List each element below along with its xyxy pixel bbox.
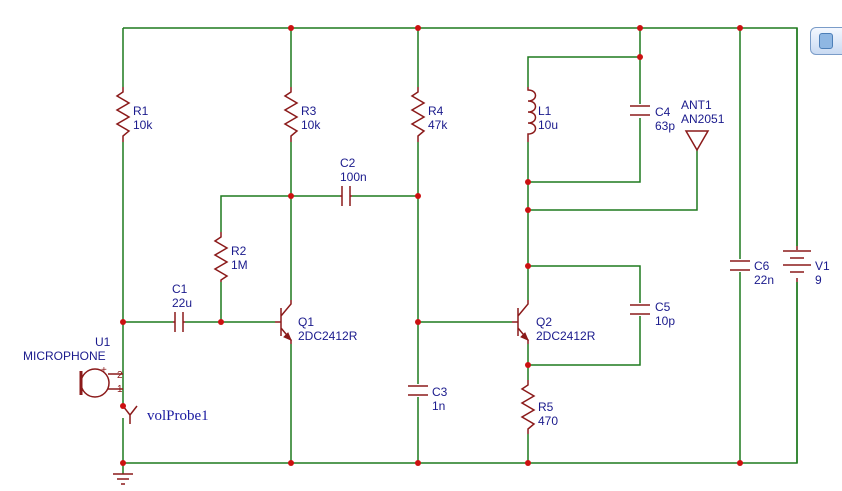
resistor-r3[interactable]: [283, 87, 299, 142]
junction-dots: [120, 25, 743, 466]
l1-value: 10u: [538, 118, 558, 132]
r5-ref: R5: [538, 400, 554, 414]
mic-plus-mark: +: [101, 365, 107, 376]
c5-value: 10p: [655, 314, 675, 328]
r1-value: 10k: [133, 118, 153, 132]
c2-ref: C2: [340, 156, 356, 170]
c5-ref: C5: [655, 300, 671, 314]
ant1-ref: ANT1: [681, 98, 712, 112]
r1-ref: R1: [133, 104, 149, 118]
wires: [122, 27, 798, 474]
capacitor-c6[interactable]: [730, 260, 750, 271]
resistor-r2[interactable]: [213, 232, 229, 282]
c6-value: 22n: [754, 273, 774, 287]
r4-value: 47k: [428, 118, 448, 132]
u1-pin2: 2: [117, 370, 123, 381]
c4-value: 63p: [655, 119, 675, 133]
panel-toggle-icon: [819, 33, 833, 49]
c3-value: 1n: [432, 399, 445, 413]
c2-value: 100n: [340, 170, 367, 184]
v1-value: 9: [815, 273, 822, 287]
c4-ref: C4: [655, 105, 671, 119]
inductor-l1[interactable]: [527, 87, 537, 142]
r4-ref: R4: [428, 104, 444, 118]
c1-ref: C1: [172, 282, 188, 296]
microphone-u1[interactable]: +: [79, 365, 123, 398]
capacitor-c1[interactable]: [173, 312, 185, 332]
r5-value: 470: [538, 414, 558, 428]
r3-value: 10k: [301, 118, 321, 132]
u1-pin1: 1: [117, 384, 123, 395]
resistor-r4[interactable]: [410, 87, 426, 142]
capacitor-c3[interactable]: [408, 385, 428, 396]
l1-ref: L1: [538, 104, 552, 118]
u1-ref: U1: [95, 335, 111, 349]
antenna-ant1[interactable]: [684, 130, 710, 152]
side-panel-toggle-button[interactable]: [810, 27, 842, 55]
q1-ref: Q1: [298, 315, 314, 329]
v1-ref: V1: [815, 259, 830, 273]
voltage-probe[interactable]: [122, 405, 138, 424]
battery-v1[interactable]: [780, 246, 814, 282]
r2-ref: R2: [231, 244, 247, 258]
c6-ref: C6: [754, 259, 770, 273]
capacitor-c5[interactable]: [630, 304, 650, 315]
r3-ref: R3: [301, 104, 317, 118]
q2-value: 2DC2412R: [536, 329, 596, 343]
resistor-r1[interactable]: [115, 87, 131, 142]
ant1-value: AN2051: [681, 112, 725, 126]
capacitor-c2[interactable]: [340, 186, 352, 206]
component-labels: R1 10k R2 1M R3 10k R4 47k R5 470 C1 22u…: [23, 98, 830, 428]
c3-ref: C3: [432, 385, 448, 399]
q2-ref: Q2: [536, 315, 552, 329]
transistor-q2[interactable]: [512, 300, 529, 344]
u1-value: MICROPHONE: [23, 349, 106, 363]
ground-icon: [113, 473, 133, 485]
resistor-r5[interactable]: [520, 380, 536, 434]
transistor-q1[interactable]: [275, 300, 292, 344]
r2-value: 1M: [231, 258, 248, 272]
q1-value: 2DC2412R: [298, 329, 358, 343]
capacitor-c4[interactable]: [630, 105, 650, 116]
probe-label: volProbe1: [147, 408, 209, 424]
c1-value: 22u: [172, 296, 192, 310]
